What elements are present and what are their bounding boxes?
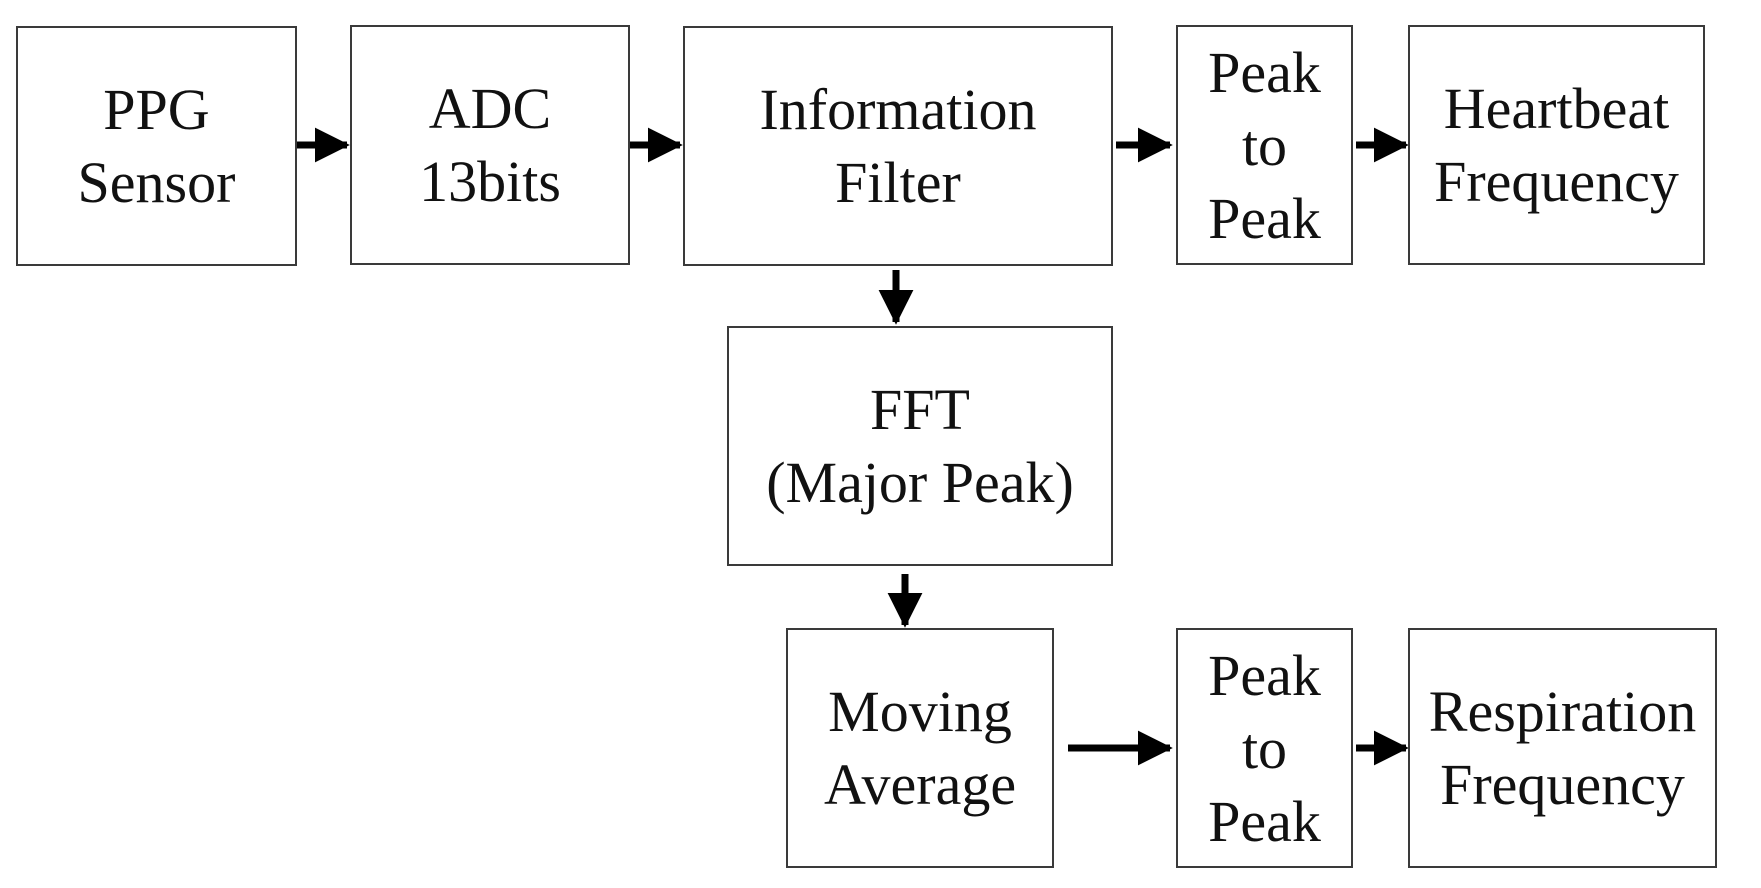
peak-to-peak-bottom-label-line-3: Peak [1208, 788, 1321, 854]
peak-to-peak-bottom-box: Peak to Peak [1176, 628, 1353, 868]
peak-to-peak-top-label-line-3: Peak [1208, 185, 1321, 251]
respiration-frequency-label-line-1: Respiration [1428, 679, 1697, 744]
information-filter-label-line-2: Filter [835, 150, 961, 215]
heartbeat-frequency-box: Heartbeat Frequency [1408, 25, 1705, 265]
heartbeat-frequency-label-line-2: Frequency [1434, 149, 1679, 214]
peak-to-peak-top-box: Peak to Peak [1176, 25, 1353, 265]
moving-average-label-line-1: Moving [828, 679, 1012, 744]
information-filter-box: Information Filter [683, 26, 1113, 266]
peak-to-peak-bottom-label-line-1: Peak [1208, 642, 1321, 708]
moving-average-label-line-2: Average [823, 752, 1017, 817]
heartbeat-frequency-label-line-1: Heartbeat [1443, 76, 1670, 141]
adc-label-line-1: ADC [428, 76, 552, 141]
fft-label-line-1: FFT [870, 377, 970, 442]
respiration-frequency-label-line-2: Frequency [1440, 752, 1685, 817]
ppg-sensor-box: PPG Sensor [16, 26, 297, 266]
peak-to-peak-top-label-line-2: to [1241, 112, 1288, 178]
fft-label-line-2: (Major Peak) [766, 450, 1074, 515]
fft-box: FFT (Major Peak) [727, 326, 1113, 566]
peak-to-peak-bottom-label-line-2: to [1241, 715, 1288, 781]
ppg-sensor-label-line-2: Sensor [77, 150, 236, 215]
information-filter-label-line-1: Information [759, 77, 1037, 142]
adc-box: ADC 13bits [350, 25, 630, 265]
respiration-frequency-box: Respiration Frequency [1408, 628, 1717, 868]
ppg-sensor-label-line-1: PPG [103, 77, 210, 142]
peak-to-peak-top-label-line-1: Peak [1208, 39, 1321, 105]
moving-average-box: Moving Average [786, 628, 1054, 868]
adc-label-line-2: 13bits [419, 149, 561, 214]
